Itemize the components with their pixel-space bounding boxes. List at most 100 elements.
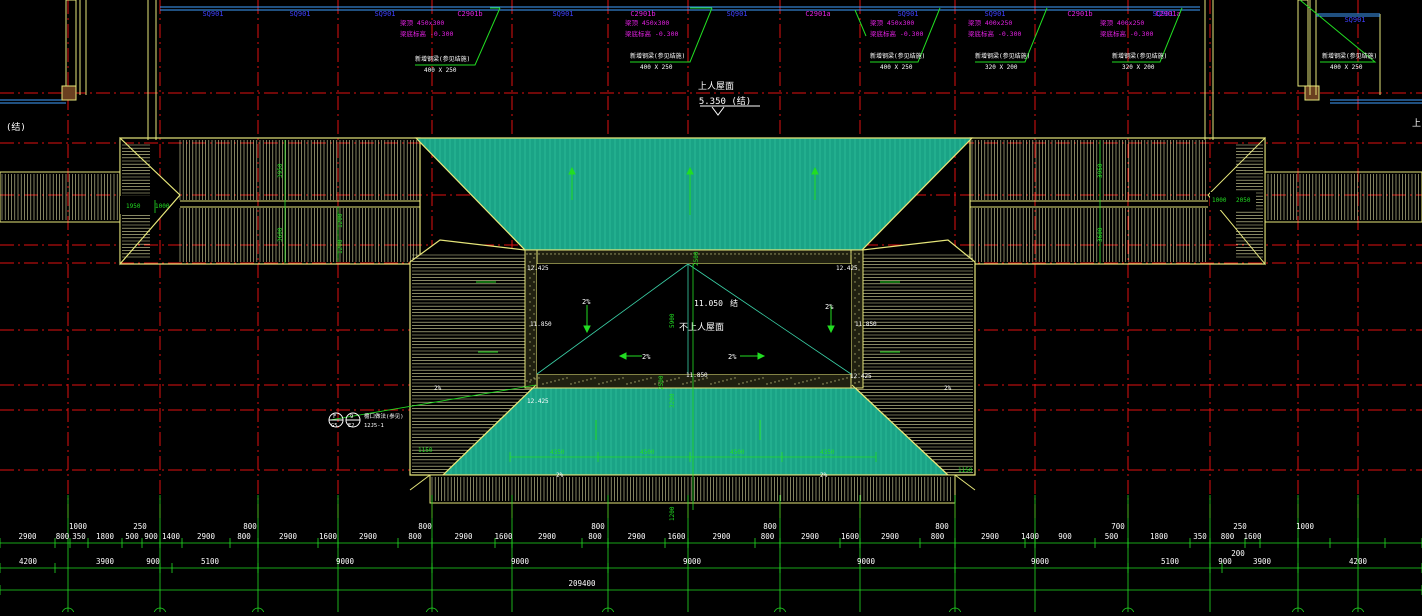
dimension-value: 800	[763, 522, 777, 531]
svg-text:梁顶 400x250: 梁顶 400x250	[968, 18, 1012, 27]
svg-text:4350: 4350	[820, 449, 835, 456]
dimension-value: 800	[408, 532, 422, 541]
dimension-value: 3900	[1253, 557, 1272, 566]
svg-text:4350: 4350	[550, 449, 565, 456]
svg-text:2%: 2%	[556, 472, 564, 479]
svg-text:5900: 5900	[669, 313, 676, 328]
dimension-value: 1600	[494, 532, 513, 541]
dimension-chain	[0, 495, 1422, 616]
dimension-value: 900	[1218, 557, 1232, 566]
dimension-labels: 2900 800 350 1800 500 900 1400 2900 800 2900 1600 2…	[18, 522, 1367, 588]
svg-text:400 X 250: 400 X 250	[880, 64, 913, 71]
window-code: SQ901	[984, 10, 1005, 18]
beam-leaders	[415, 0, 1377, 66]
dimension-value: 800	[1221, 532, 1235, 541]
dimension-value: 9000	[857, 557, 876, 566]
window-code: SQ901	[289, 10, 310, 18]
svg-text:上人屋面: 上人屋面	[698, 81, 734, 92]
dimension-value: 200	[1231, 549, 1245, 558]
left-roof-wing	[0, 136, 421, 266]
dimension-value: 3900	[96, 557, 115, 566]
dimension-value: 1800	[96, 532, 115, 541]
dimension-value: 2900	[279, 532, 298, 541]
dimension-value: 2900	[197, 532, 216, 541]
dimension-value: 900	[144, 532, 158, 541]
svg-text:11.850: 11.850	[855, 321, 877, 328]
svg-text:2%: 2%	[944, 385, 952, 392]
svg-text:C2901a: C2901a	[1155, 10, 1180, 18]
dimension-value: 500	[125, 532, 139, 541]
dimension-value: 1400	[1021, 532, 1040, 541]
svg-text:2%: 2%	[642, 353, 651, 361]
beam-labels: 梁顶 450x300 梁底标高 -0.300 梁顶 450x300 梁底标高 -…	[400, 18, 1153, 38]
dimension-value: 800	[761, 532, 775, 541]
dimension-value: 500	[1105, 532, 1119, 541]
dimension-value: 350	[1193, 532, 1207, 541]
svg-text:梁底标高 -0.300: 梁底标高 -0.300	[625, 29, 678, 38]
upper-floor-outline	[0, 0, 1422, 140]
window-code: SQ901	[374, 10, 395, 18]
svg-text:1000: 1000	[1212, 197, 1227, 204]
svg-text:梁底标高 -0.300: 梁底标高 -0.300	[968, 29, 1021, 38]
svg-text:新增钢梁(参见结施): 新增钢梁(参见结施)	[1112, 52, 1167, 60]
svg-text:12J5-1: 12J5-1	[364, 423, 384, 429]
left-edge-mark: (结)	[6, 121, 26, 133]
dimension-value: 250	[133, 522, 147, 531]
svg-text:320 X 200: 320 X 200	[985, 64, 1018, 71]
svg-text:C2901b: C2901b	[457, 10, 482, 18]
dimension-value: 800	[237, 532, 251, 541]
dimension-value: 2900	[712, 532, 731, 541]
dimension-value: 800	[591, 522, 605, 531]
right-roof-wing	[969, 136, 1422, 266]
svg-text:1000: 1000	[155, 203, 170, 210]
dimension-value: 350	[72, 532, 86, 541]
svg-text:檐口做法(参见): 檐口做法(参见)	[364, 412, 404, 420]
svg-text:1150: 1150	[418, 447, 433, 454]
dimension-value: 800	[243, 522, 257, 531]
svg-text:3950: 3950	[277, 163, 284, 178]
svg-text:梁顶 400x250: 梁顶 400x250	[1100, 18, 1144, 27]
dimension-value: 2900	[981, 532, 1000, 541]
dimension-value: 900	[1058, 532, 1072, 541]
dimension-value: 2900	[627, 532, 646, 541]
svg-text:3600: 3600	[1097, 227, 1104, 242]
svg-text:新增钢梁(参见结施): 新增钢梁(参见结施)	[975, 52, 1030, 60]
svg-text:1200: 1200	[669, 506, 676, 521]
svg-text:400 X 250: 400 X 250	[640, 64, 673, 71]
right-edge-label: 上	[1412, 118, 1421, 129]
dimension-value: 1800	[1150, 532, 1169, 541]
beam-notes: 新增钢梁(参见结施) 400 X 250 新增钢梁(参见结施) 400 X 25…	[415, 52, 1377, 74]
roof-dimensions	[154, 140, 1101, 510]
accessible-roof-label: 上人屋面 5.350 (结)	[698, 81, 760, 116]
svg-text:400 X 250: 400 X 250	[424, 67, 457, 74]
dimension-value: 800	[588, 532, 602, 541]
svg-text:新增钢梁(参见结施): 新增钢梁(参见结施)	[630, 52, 685, 60]
dimension-value: 209400	[568, 579, 596, 588]
dimension-value: 5100	[1161, 557, 1180, 566]
dimension-value: 900	[146, 557, 160, 566]
window-code: SQ901	[897, 10, 918, 18]
dimension-value: 2900	[801, 532, 820, 541]
svg-text:C2901b: C2901b	[630, 10, 655, 18]
svg-text:1150: 1150	[958, 467, 973, 474]
window-type-labels: C2901b C2901b C2901a C2901b C2901a	[457, 10, 1180, 18]
svg-text:9: 9	[350, 414, 353, 420]
svg-text:12.425: 12.425	[527, 398, 549, 405]
dimension-value: 800	[418, 522, 432, 531]
window-code: SQ901	[552, 10, 573, 18]
svg-text:2%: 2%	[825, 303, 834, 311]
svg-text:12.425: 12.425	[527, 265, 549, 272]
svg-text:C2901a: C2901a	[805, 10, 830, 18]
svg-text:梁顶 450x300: 梁顶 450x300	[400, 18, 444, 27]
svg-text:11.050: 11.050	[694, 299, 723, 308]
central-roof	[409, 137, 976, 504]
svg-text:1200: 1200	[337, 213, 344, 228]
svg-text:梁底标高 -0.300: 梁底标高 -0.300	[400, 29, 453, 38]
central-roof-labels: 2% 2% 2% 2% 11.050 结 不上人屋面 12.425 12.425…	[434, 265, 952, 479]
svg-text:新增钢梁(参见结施): 新增钢梁(参见结施)	[1322, 52, 1377, 60]
dimension-value: 2900	[454, 532, 473, 541]
svg-text:新增钢梁(参见结施): 新增钢梁(参见结施)	[415, 55, 470, 63]
svg-text:梁顶 450x300: 梁顶 450x300	[870, 18, 914, 27]
